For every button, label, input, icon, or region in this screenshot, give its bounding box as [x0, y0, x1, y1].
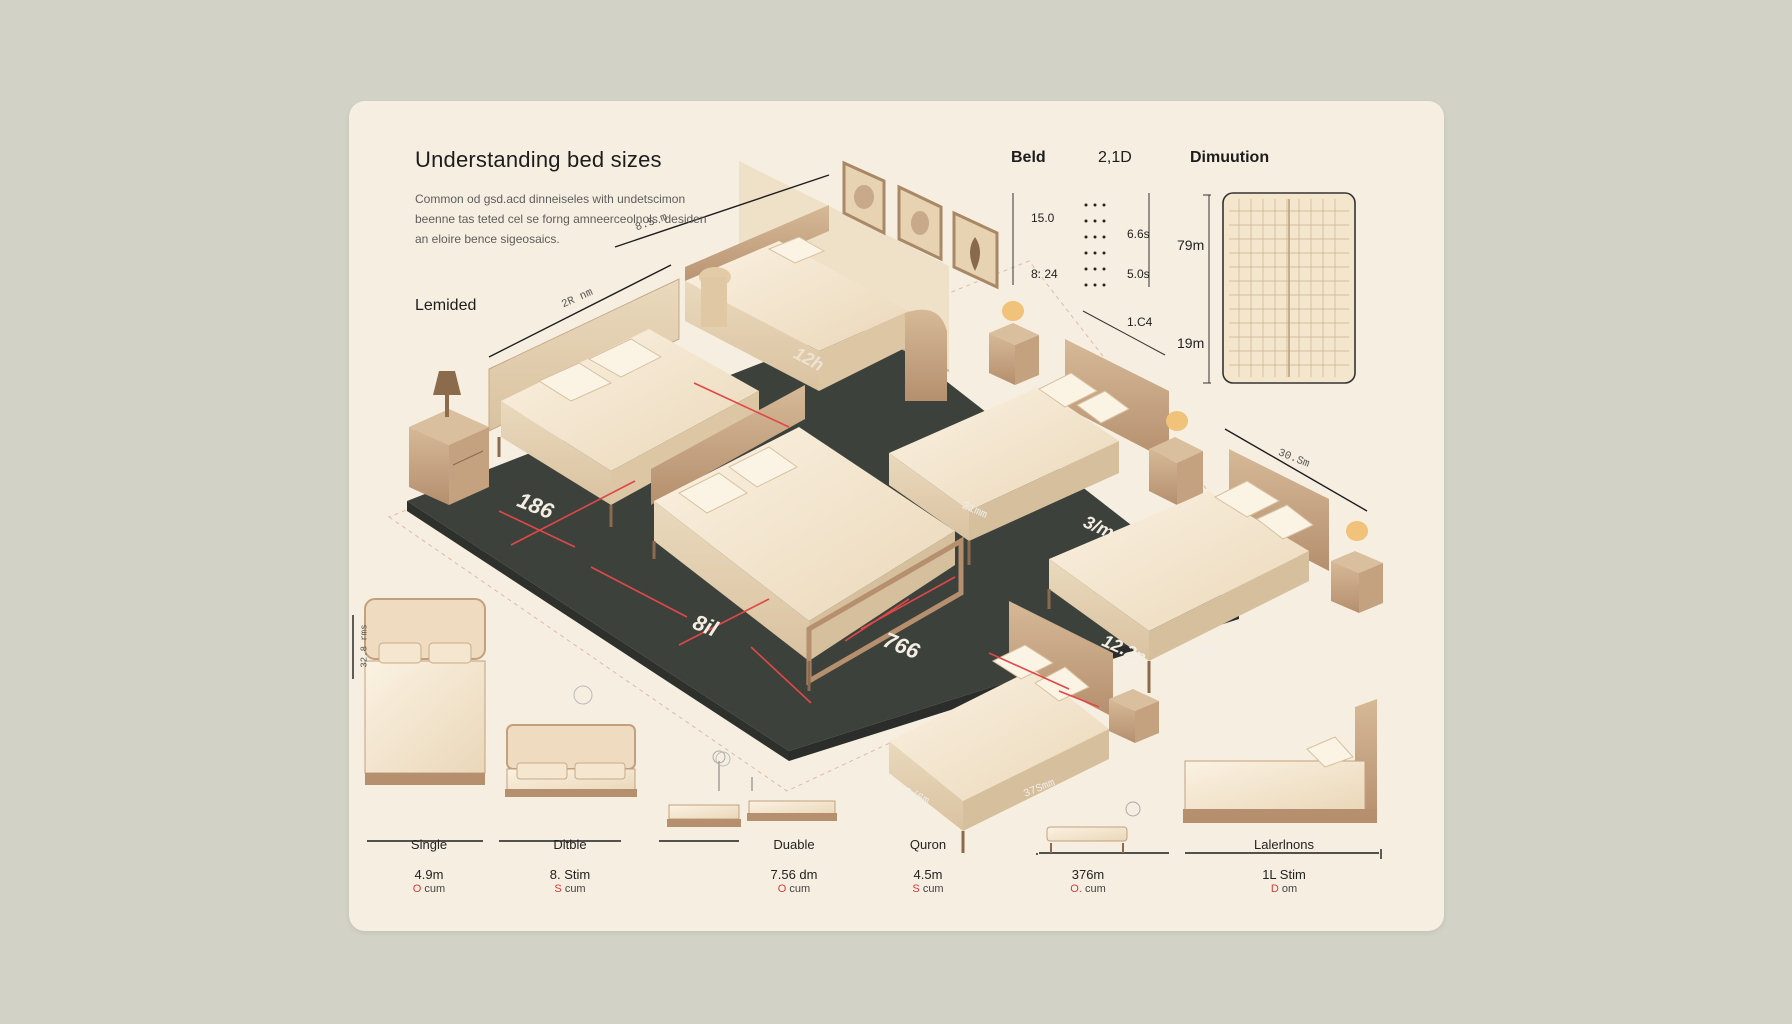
infographic-card: Understanding bed sizes Common od gsd.ac… — [349, 101, 1444, 931]
size-sub: S cum — [912, 883, 944, 895]
size-name: Lalerlnons — [1254, 837, 1314, 852]
size-sub: D om — [1270, 883, 1298, 895]
table-left-value: 8: 24 — [1031, 267, 1058, 281]
nightstand-lower — [1109, 689, 1159, 743]
height-bottom-label: 19m — [1177, 335, 1205, 351]
bed-top-center — [685, 205, 947, 401]
table-left-value: 15.0 — [1031, 211, 1055, 225]
table-header-size: 2,1D — [1098, 149, 1132, 166]
size-sub: O cum — [777, 883, 811, 895]
floor-outline — [387, 260, 1268, 792]
floor-label: 32.8 rms — [359, 624, 370, 668]
size-icon-lalerlnons — [1183, 699, 1377, 823]
size-sub: S cum — [554, 883, 586, 895]
dimension-lines — [352, 174, 1382, 859]
size-dimension: 1L Stim — [1262, 867, 1306, 882]
size-icon-duable — [747, 777, 837, 821]
marker-icon — [573, 685, 593, 705]
size-icon-double — [505, 724, 637, 797]
nightstand-left — [409, 371, 489, 505]
bed-right-upper — [889, 339, 1169, 565]
size-name: Quron — [909, 837, 947, 852]
bed-lower-middle — [889, 601, 1113, 853]
dimension-table-lines — [1012, 193, 1211, 384]
table-header-dimension: Dimuution — [1190, 149, 1270, 166]
size-dimension: 8. Stim — [549, 867, 591, 882]
size-dimension: 376m — [1071, 867, 1105, 882]
size-name: Single — [410, 837, 448, 852]
table-right-value: 1.C4 — [1127, 315, 1153, 329]
size-dimension: 4.9m — [414, 867, 444, 882]
height-top-label: 79m — [1177, 237, 1205, 253]
section-label: Lemided — [415, 297, 477, 314]
table-right-value: 6.6s — [1127, 227, 1150, 241]
size-dimension: 7.56 dm — [770, 867, 818, 882]
marker-icon-small — [715, 751, 731, 767]
size-sub: O. cum — [1070, 883, 1106, 895]
nightstand-top — [989, 301, 1039, 385]
bed-center-king — [651, 385, 964, 691]
bed-left-queen — [488, 278, 759, 527]
bed-right-middle — [1047, 449, 1329, 693]
intro-text: Common od gsd.acd dinneiseles with undet… — [415, 192, 707, 246]
nightstand-right-upper — [1149, 411, 1203, 505]
size-icon-bench — [1046, 801, 1141, 853]
nightstand-right — [1331, 521, 1383, 613]
size-sub: O cum — [412, 883, 446, 895]
page-title: Understanding bed sizes — [415, 147, 662, 172]
size-name: Ditble — [553, 837, 587, 852]
size-icon-single — [364, 598, 486, 785]
wall-art — [842, 160, 999, 290]
table-header-bed: Beld — [1011, 149, 1046, 166]
size-dimension: 4.5m — [913, 867, 943, 882]
size-icon-lalerlnons-small — [667, 750, 741, 827]
mattress-grid — [1222, 192, 1356, 384]
bed-layout-illustration — [352, 160, 1383, 859]
table-right-value: 5.0s — [1127, 267, 1150, 281]
size-name: Duable — [773, 837, 815, 852]
dimension-arrows — [498, 382, 1100, 708]
